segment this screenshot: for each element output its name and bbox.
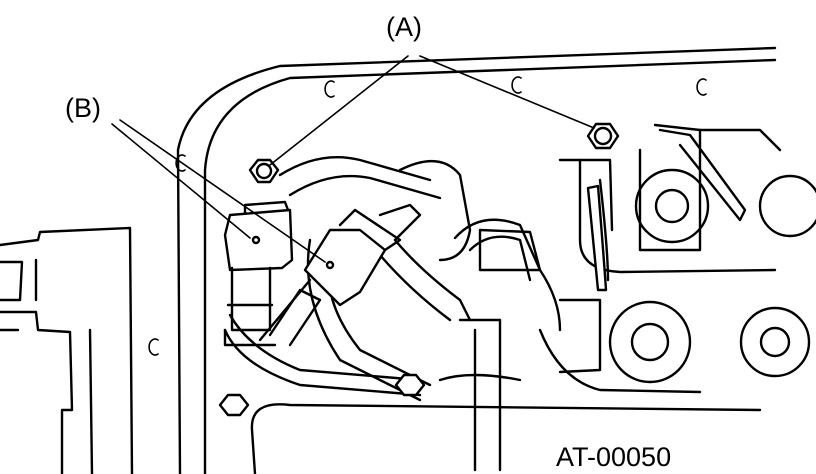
harness-tubes <box>223 155 562 472</box>
callout-b-label: (B) <box>65 93 101 123</box>
plate-bolts <box>218 373 426 417</box>
figure-code: AT-00050 <box>556 442 672 472</box>
bolt-a-right <box>586 122 620 150</box>
valve-body-plate <box>148 46 777 474</box>
leader-lines-a <box>269 55 595 166</box>
solenoid-assembly-right <box>558 123 816 292</box>
bolt-a-left <box>248 158 280 184</box>
connector-b-right <box>258 203 422 347</box>
leader-lines-b <box>111 119 326 263</box>
transmission-case-left <box>0 226 134 474</box>
connector-b-left <box>223 200 294 347</box>
solenoid-assembly-lower <box>538 298 811 394</box>
callout-a-label: (A) <box>386 12 422 42</box>
